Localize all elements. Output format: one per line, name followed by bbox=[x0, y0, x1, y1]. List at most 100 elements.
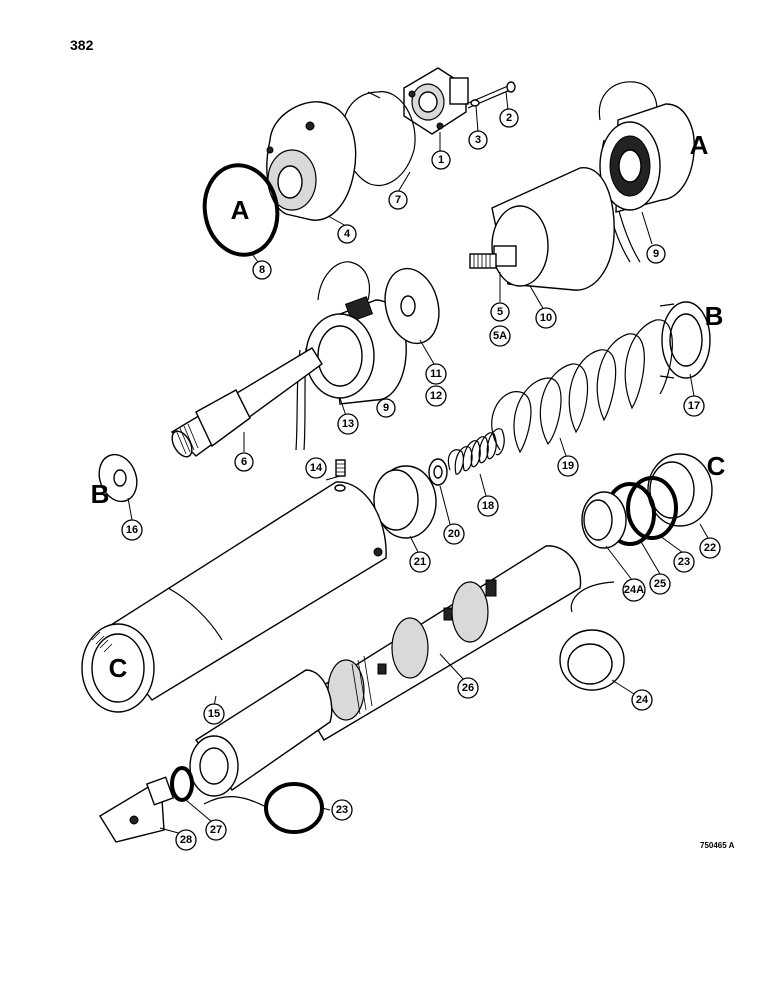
callout-1: 1 bbox=[431, 150, 451, 170]
callout-label: 16 bbox=[126, 524, 138, 536]
section-letter-a: A bbox=[231, 195, 250, 225]
callout-24a: 24A bbox=[622, 578, 646, 602]
tube-part bbox=[189, 669, 333, 797]
washer-part bbox=[98, 453, 138, 503]
callout-11: 11 bbox=[425, 363, 447, 385]
callout-label: 14 bbox=[310, 462, 323, 474]
callout-label: 3 bbox=[475, 134, 481, 146]
flange-fitting-part bbox=[403, 67, 469, 135]
callout-label: 2 bbox=[506, 112, 512, 124]
callout-label: 4 bbox=[344, 228, 351, 240]
callout-label: 7 bbox=[395, 194, 401, 206]
callout-16: 16 bbox=[121, 519, 143, 541]
callout-label: 26 bbox=[462, 682, 474, 694]
callout-label: 10 bbox=[540, 312, 552, 324]
callout-label: 17 bbox=[688, 400, 700, 412]
callout-21: 21 bbox=[409, 551, 431, 573]
callout-label: 28 bbox=[180, 834, 192, 846]
callout-9: 9 bbox=[646, 244, 666, 264]
callout-label: 15 bbox=[208, 708, 220, 720]
callout-label: 24 bbox=[636, 694, 649, 706]
callout-15: 15 bbox=[203, 703, 225, 725]
callout-label: 27 bbox=[210, 824, 222, 836]
nut-part bbox=[647, 453, 713, 527]
section-letter-c: C bbox=[109, 653, 128, 683]
callout-14: 14 bbox=[305, 457, 327, 479]
callout-6: 6 bbox=[234, 452, 254, 472]
section-letter-b: B bbox=[705, 301, 724, 331]
callout-20: 20 bbox=[443, 523, 465, 545]
clevis-part bbox=[99, 776, 175, 843]
callout-label: 9 bbox=[383, 402, 389, 414]
callout-5: 5 bbox=[490, 302, 510, 322]
callout-label: 21 bbox=[414, 556, 426, 568]
callout-7: 7 bbox=[388, 190, 408, 210]
o-ring-part bbox=[264, 782, 324, 834]
callout-2: 2 bbox=[499, 108, 519, 128]
callout-label: 24A bbox=[624, 584, 644, 596]
callout-19: 19 bbox=[557, 455, 579, 477]
callout-label: 18 bbox=[482, 500, 494, 512]
section-letter-c: C bbox=[707, 451, 726, 481]
o-ring-part bbox=[626, 476, 678, 540]
callout-4: 4 bbox=[337, 224, 357, 244]
callout-22: 22 bbox=[699, 537, 721, 559]
callout-label: 1 bbox=[438, 154, 444, 166]
cylinder-body-part bbox=[81, 481, 387, 713]
page-number: 382 bbox=[70, 37, 94, 53]
bushing-part bbox=[373, 465, 437, 539]
callout-label: 19 bbox=[562, 460, 574, 472]
callout-23: 23 bbox=[673, 551, 695, 573]
callout-3: 3 bbox=[468, 130, 488, 150]
callout-label: 9 bbox=[653, 248, 659, 260]
callout-10: 10 bbox=[535, 307, 557, 329]
piston-ring-part bbox=[581, 491, 627, 549]
callout-label: 23 bbox=[336, 804, 348, 816]
callout-label: 22 bbox=[704, 542, 716, 554]
callout-label: 8 bbox=[259, 264, 265, 276]
leader-lines bbox=[127, 91, 709, 835]
callout-label: 20 bbox=[448, 528, 460, 540]
callout-28: 28 bbox=[175, 829, 197, 851]
callout-5a: 5A bbox=[489, 325, 511, 347]
callout-label: 5A bbox=[493, 330, 507, 342]
spool-part bbox=[299, 545, 582, 741]
small-washer-part bbox=[428, 458, 448, 486]
callout-27: 27 bbox=[205, 819, 227, 841]
section-letter-b: B bbox=[91, 479, 110, 509]
section-letter-a: A bbox=[690, 130, 709, 160]
bolt-part bbox=[465, 81, 516, 109]
coil-part bbox=[598, 81, 695, 263]
callout-26: 26 bbox=[457, 677, 479, 699]
arrow-icon bbox=[203, 796, 265, 807]
shaft-part bbox=[170, 347, 323, 458]
callout-label: 6 bbox=[241, 456, 247, 468]
set-screw-part bbox=[335, 459, 346, 477]
large-spring-part bbox=[491, 319, 673, 454]
callout-23: 23 bbox=[331, 799, 353, 821]
callout-label: 23 bbox=[678, 556, 690, 568]
solenoid-can-part bbox=[469, 167, 615, 291]
figure-code: 750465 A bbox=[700, 841, 735, 850]
callout-9: 9 bbox=[376, 398, 396, 418]
callout-8: 8 bbox=[252, 260, 272, 280]
o-ring-part bbox=[170, 766, 194, 802]
callout-18: 18 bbox=[477, 495, 499, 517]
callout-label: 25 bbox=[654, 578, 666, 590]
callout-12: 12 bbox=[425, 385, 447, 407]
small-spring-part bbox=[447, 428, 505, 475]
callout-label: 5 bbox=[497, 306, 503, 318]
callout-25: 25 bbox=[649, 573, 671, 595]
callout-label: 11 bbox=[430, 368, 442, 380]
snap-ring-part bbox=[342, 91, 416, 186]
o-ring-part bbox=[202, 163, 280, 257]
cap-housing-part bbox=[266, 101, 357, 221]
retainer-part bbox=[659, 301, 711, 379]
callout-label: 13 bbox=[342, 418, 354, 430]
seal-part bbox=[559, 581, 625, 691]
callout-13: 13 bbox=[337, 413, 359, 435]
callout-17: 17 bbox=[683, 395, 705, 417]
callout-label: 12 bbox=[430, 390, 442, 402]
callout-24: 24 bbox=[631, 689, 653, 711]
